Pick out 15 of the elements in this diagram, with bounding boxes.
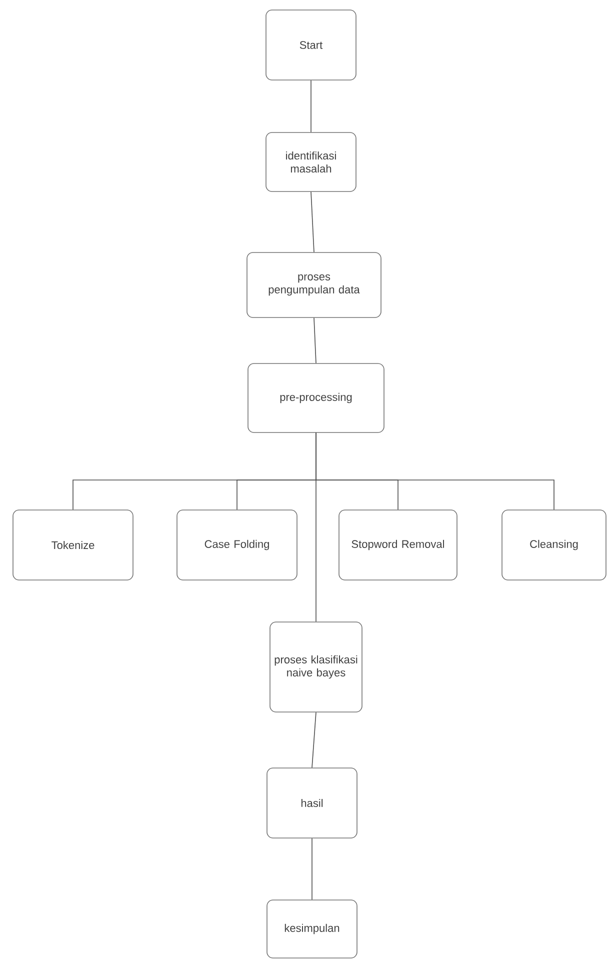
process-box: identifikasi masalah [266, 132, 356, 192]
process-box: proses pengumpulan data [246, 252, 382, 318]
process-box: hasil [266, 768, 358, 838]
process-box: Tokenize [12, 510, 134, 580]
process-box: pre-processing [248, 363, 384, 433]
process-box: Stopword Removal [338, 510, 458, 580]
process-box: Case Folding [176, 510, 298, 580]
connector-line [314, 318, 316, 364]
connector-line [310, 80, 312, 133]
connector-line [312, 712, 316, 768]
process-box: proses klasifikasi naive bayes [270, 622, 362, 712]
process-box: Start [266, 10, 356, 80]
process-box: kesimpulan [266, 900, 358, 958]
process-box: Cleansing [502, 510, 606, 580]
connector-line [310, 192, 314, 253]
